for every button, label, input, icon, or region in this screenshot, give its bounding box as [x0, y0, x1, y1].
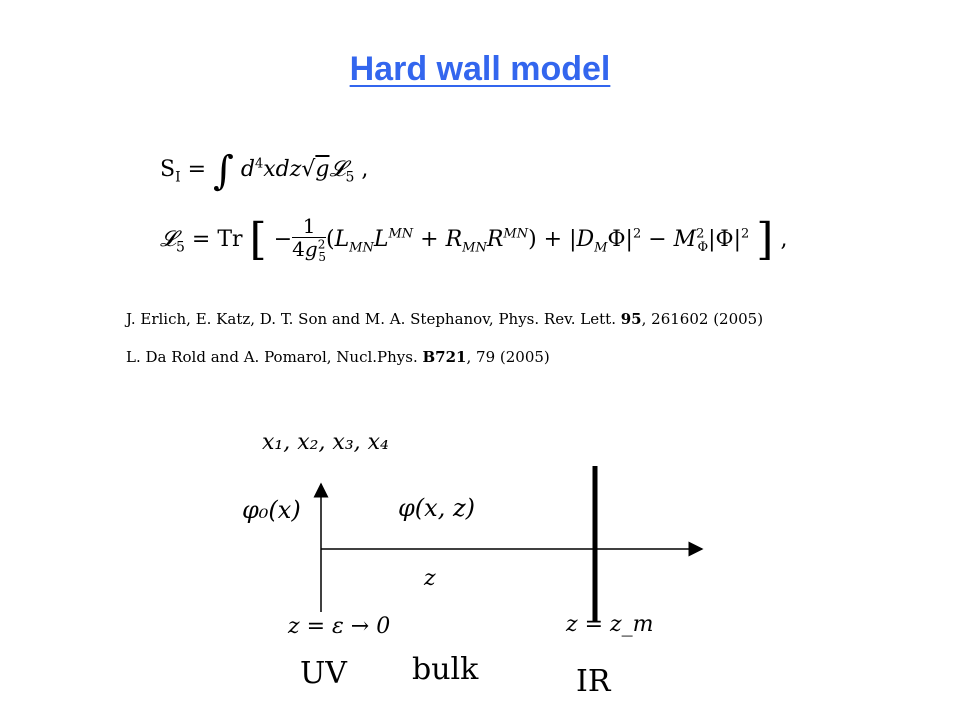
uv-label: UV [300, 656, 347, 691]
vertical-axis-label: x₁, x₂, x₃, x₄ [262, 430, 389, 455]
action-equation: SI = ∫ d4xdz√g𝓛5 , [160, 148, 369, 194]
ir-position-label: z = z_m [566, 612, 654, 637]
boundary-field-label: φ₀(x) [242, 496, 301, 524]
bulk-label: bulk [412, 652, 479, 687]
reference-1: J. Erlich, E. Katz, D. T. Son and M. A. … [126, 310, 764, 328]
page-title: Hard wall model [349, 50, 611, 88]
horizontal-axis-label: z [424, 566, 436, 591]
lagrangian-equation: 𝓛5 = Tr [ − 1 4g25 (LMNLMN + RMNRMN) + |… [160, 214, 788, 265]
uv-position-label: z = ε → 0 [288, 614, 391, 639]
ir-label: IR [576, 664, 611, 699]
bulk-field-label: φ(x, z) [398, 494, 475, 522]
reference-2: L. Da Rold and A. Pomarol, Nucl.Phys. B7… [126, 348, 550, 366]
